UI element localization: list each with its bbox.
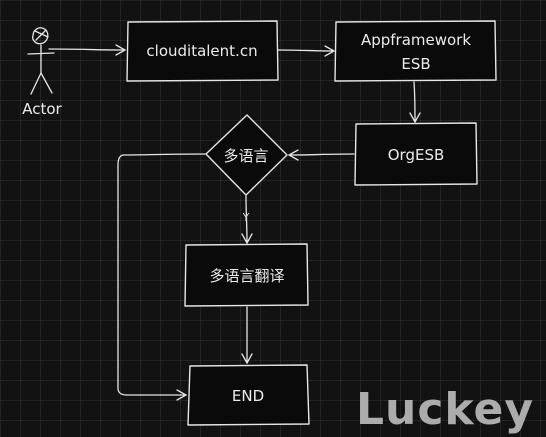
edge-appfw-to-orgesb <box>409 81 421 124</box>
node-appframework-esb-label-line1: Appframework <box>361 31 471 49</box>
node-appframework-esb-label-line2: ESB <box>401 55 430 73</box>
node-end[interactable]: END <box>187 364 310 426</box>
edge-actor-to-cloud <box>48 44 127 56</box>
node-end-label: END <box>232 387 264 405</box>
node-decision-label: 多语言 <box>223 147 268 165</box>
node-translation-label: 多语言翻译 <box>209 267 284 285</box>
actor-label: Actor <box>22 100 62 118</box>
node-orgesb[interactable]: OrgESB <box>354 122 478 186</box>
node-clouditalent-label: clouditalent.cn <box>146 42 257 60</box>
actor-icon <box>27 27 55 95</box>
edge-cloud-to-appfw <box>277 45 336 57</box>
edge-translate-to-end <box>241 306 253 365</box>
node-clouditalent[interactable]: clouditalent.cn <box>126 20 279 82</box>
edge-decision-to-end <box>117 153 206 401</box>
node-decision[interactable]: 多语言 <box>205 114 288 196</box>
edge-decision-to-translate: Y <box>241 195 253 245</box>
actor: Actor <box>22 27 63 118</box>
node-appframework-esb[interactable]: Appframework ESB <box>334 20 497 82</box>
edge-orgesb-to-decision <box>287 149 355 161</box>
watermark-luckey: Luckey <box>355 384 534 435</box>
node-translation[interactable]: 多语言翻译 <box>184 243 309 307</box>
edge-label-yes: Y <box>242 211 250 224</box>
node-orgesb-label: OrgESB <box>388 146 445 164</box>
